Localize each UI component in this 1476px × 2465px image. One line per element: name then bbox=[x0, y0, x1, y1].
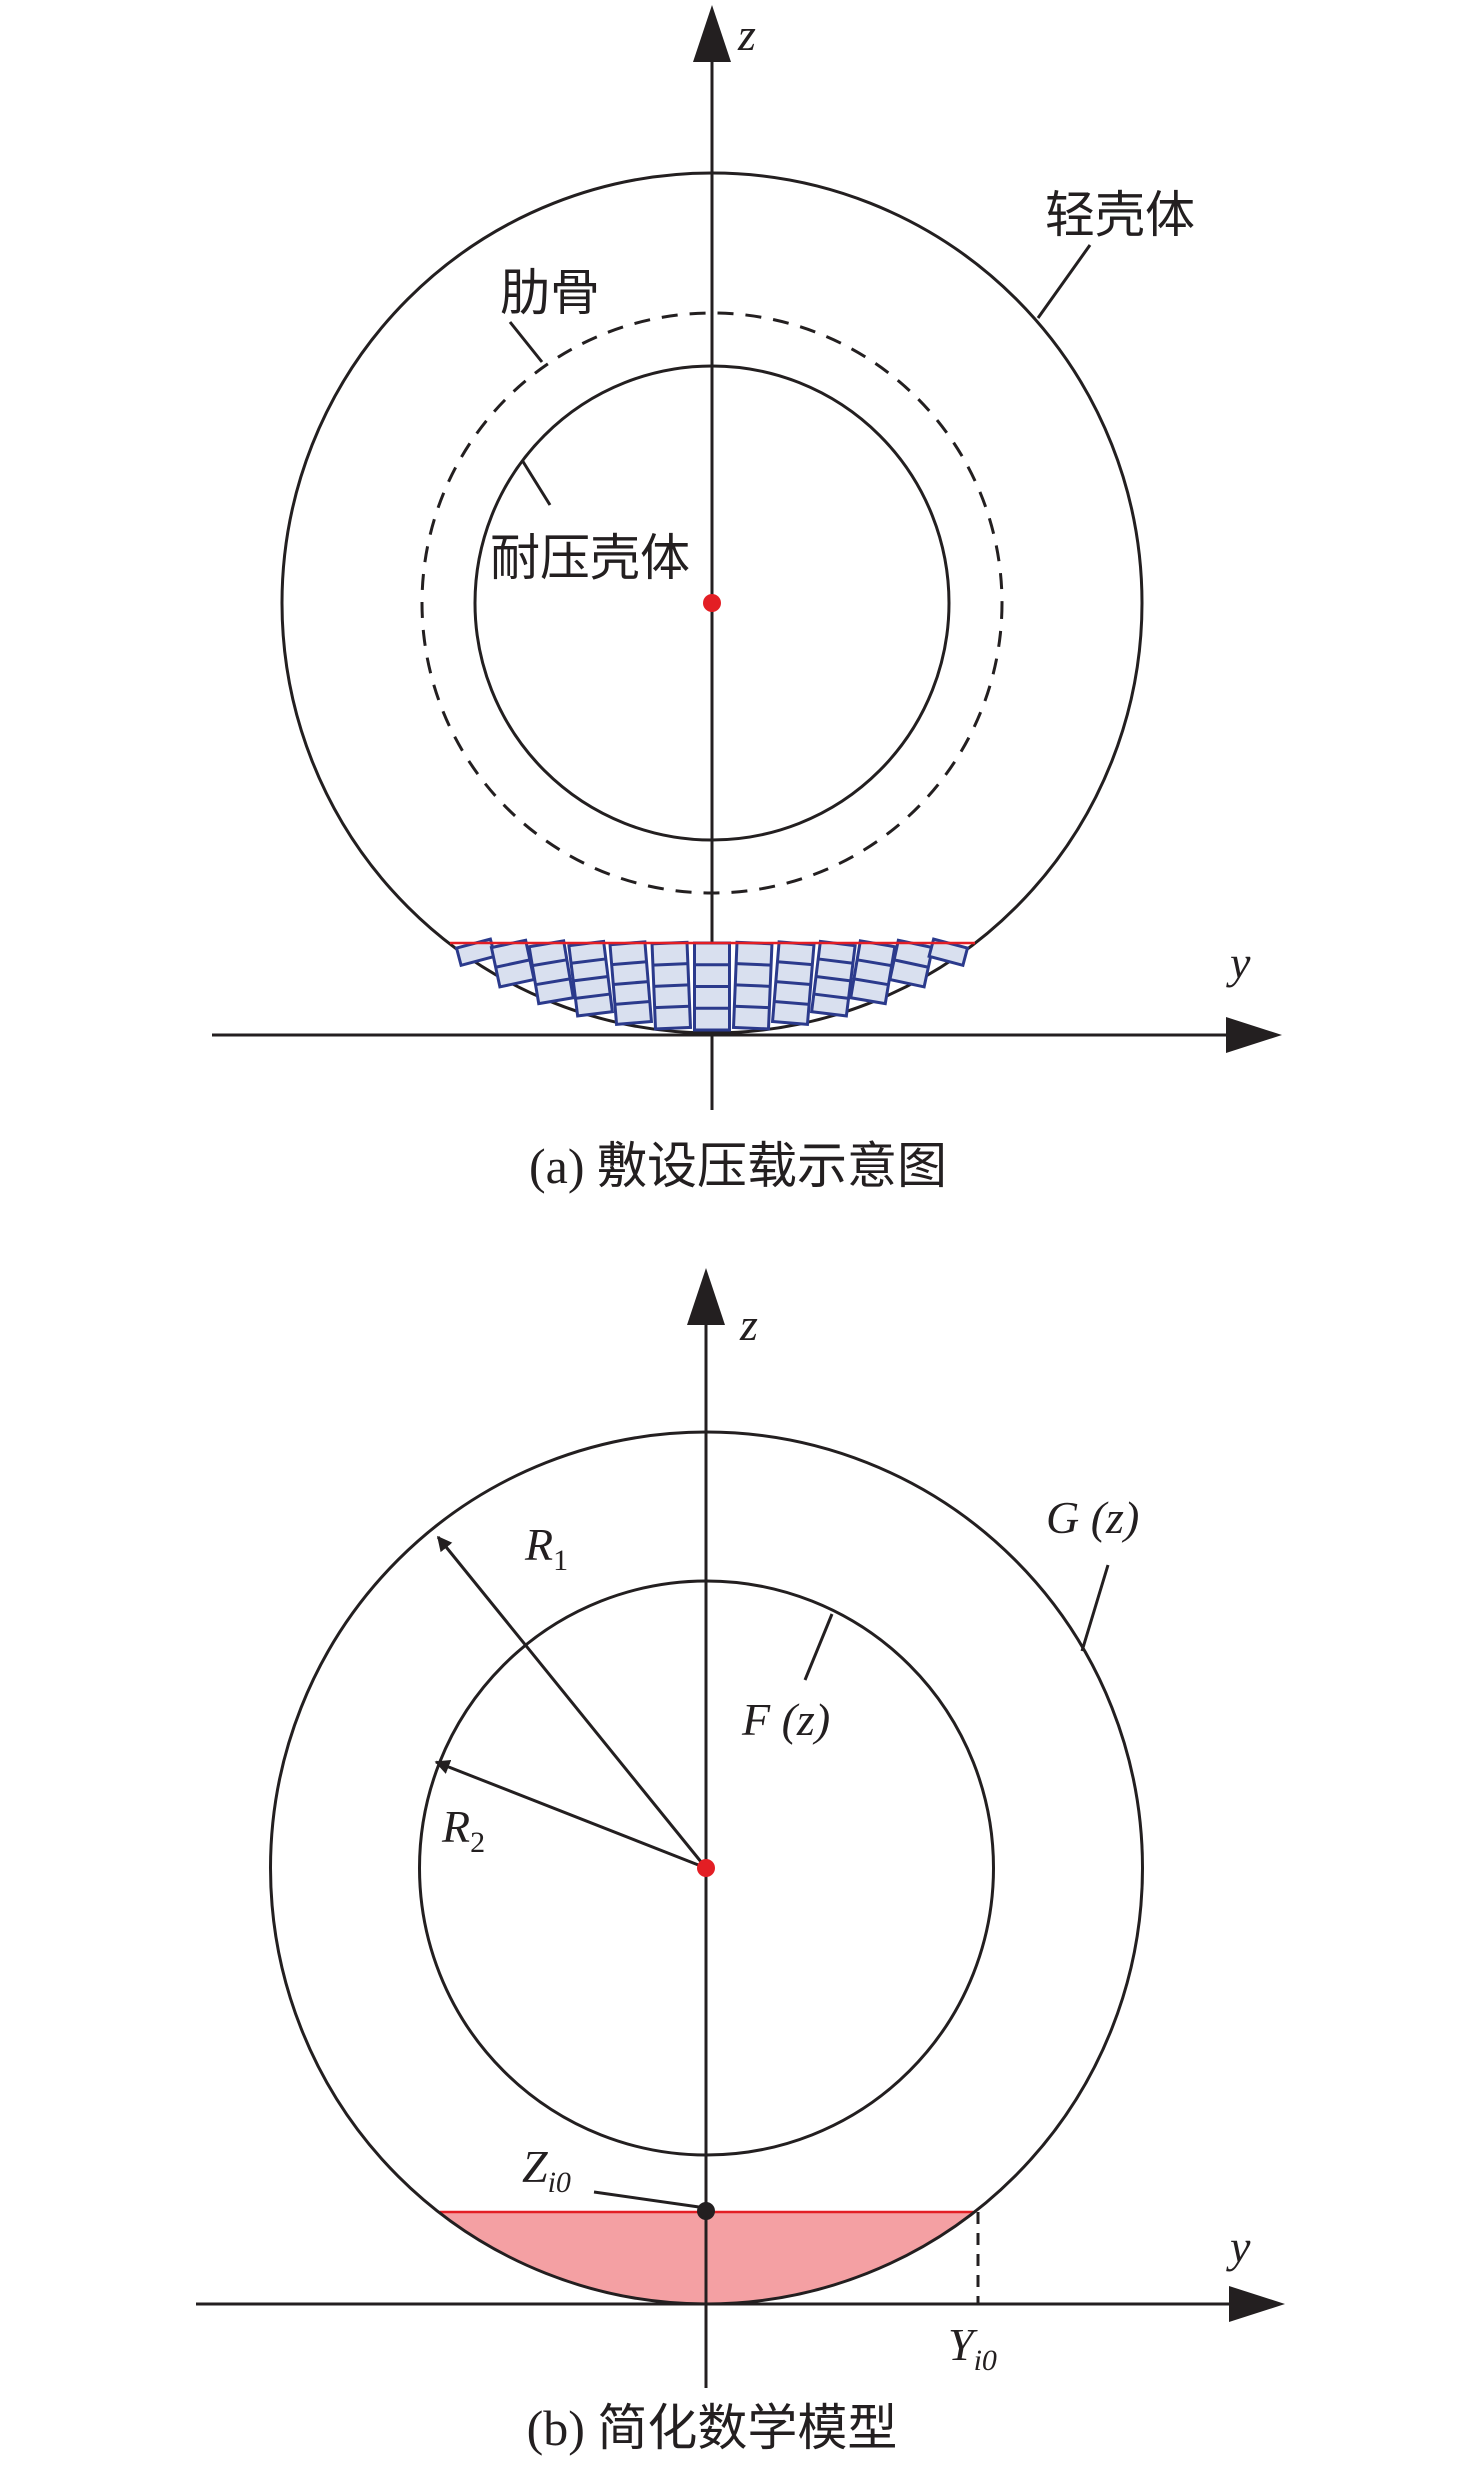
inner-circle-F bbox=[418, 1579, 995, 2157]
outer-circle-G bbox=[269, 1430, 1144, 2306]
light-shell-circle bbox=[280, 171, 1144, 1035]
G-label: G (z) bbox=[1046, 1492, 1139, 1543]
ballast-blocks bbox=[454, 937, 970, 1032]
rib-circle bbox=[420, 311, 1004, 895]
caption-b: (b) 简化数学模型 bbox=[527, 2400, 898, 2456]
ballast-block bbox=[731, 940, 774, 1031]
ballast-block bbox=[608, 940, 654, 1026]
y-axis-arrow-a bbox=[1226, 1017, 1282, 1053]
radius-R2-arrow bbox=[434, 1759, 707, 1870]
panel-b: z y R1 R2 F (z) G (z) Zi0 bbox=[196, 1268, 1285, 2456]
center-dot-a bbox=[703, 594, 721, 612]
center-dot-b bbox=[697, 1859, 715, 1877]
z-axis-arrow-a bbox=[693, 5, 731, 62]
R2-label: R2 bbox=[441, 1801, 485, 1859]
Y-label: Yi0 bbox=[948, 2319, 997, 2377]
panel-a: z y 轻壳体 肋骨 耐压壳体 (a) 敷设压载示意图 bbox=[212, 5, 1282, 1194]
ballast-block bbox=[693, 941, 731, 1032]
G-leader bbox=[1080, 1564, 1110, 1652]
ballast-block bbox=[809, 939, 857, 1018]
z-axis-arrow-b bbox=[687, 1268, 725, 1325]
Z-point bbox=[697, 2202, 715, 2220]
y-axis-label-a: y bbox=[1226, 937, 1251, 988]
radius-R1-arrow bbox=[436, 1535, 708, 1869]
z-axis-label-b: z bbox=[739, 1299, 758, 1350]
pressure-shell-leader bbox=[520, 459, 552, 506]
light-shell-leader bbox=[1036, 244, 1092, 319]
z-axis-label-a: z bbox=[737, 9, 756, 60]
ballast-block bbox=[888, 938, 935, 989]
Z-label: Zi0 bbox=[522, 2141, 571, 2199]
R1-label: R1 bbox=[524, 1519, 568, 1577]
ballast-block bbox=[527, 939, 575, 1006]
pressure-shell-label: 耐压壳体 bbox=[490, 530, 690, 586]
ballast-block bbox=[489, 938, 536, 989]
rib-label: 肋骨 bbox=[500, 265, 600, 321]
ballast-block bbox=[650, 940, 693, 1031]
caption-a: (a) 敷设压载示意图 bbox=[529, 1138, 947, 1194]
Z-leader bbox=[593, 2190, 707, 2210]
ballast-block bbox=[849, 939, 897, 1006]
F-label: F (z) bbox=[741, 1694, 830, 1745]
y-axis-arrow-b bbox=[1229, 2286, 1285, 2322]
rib-leader bbox=[508, 321, 544, 363]
light-shell-label: 轻壳体 bbox=[1045, 187, 1195, 243]
pressure-shell-circle bbox=[473, 364, 951, 842]
ballast-block bbox=[770, 940, 816, 1026]
F-leader bbox=[803, 1613, 834, 1681]
y-axis-label-b: y bbox=[1226, 2221, 1251, 2272]
ballast-block bbox=[567, 939, 615, 1018]
